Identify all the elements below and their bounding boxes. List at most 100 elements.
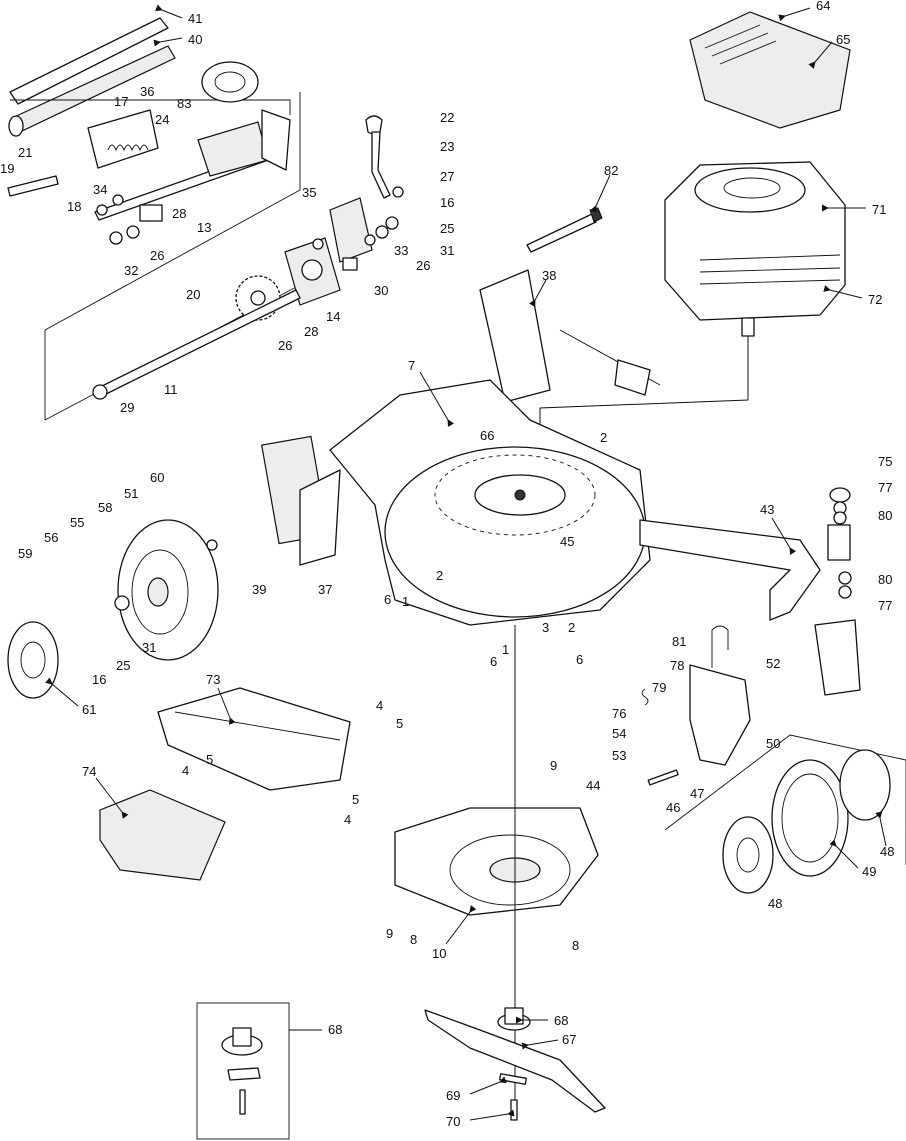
callout-68b: 68 bbox=[328, 1022, 342, 1037]
callout-21: 21 bbox=[18, 145, 32, 160]
pulley bbox=[201, 61, 259, 103]
callout-32: 32 bbox=[124, 263, 138, 278]
sprocket-hub bbox=[250, 290, 266, 306]
nut-18 bbox=[96, 204, 108, 216]
callout-11: 11 bbox=[164, 382, 178, 397]
callout-48a: 48 bbox=[880, 844, 894, 859]
callout-3: 3 bbox=[542, 620, 549, 635]
bearing-35 bbox=[312, 238, 324, 250]
engine-group bbox=[526, 11, 851, 450]
callout-6a: 6 bbox=[384, 592, 391, 607]
spring-76 bbox=[641, 688, 649, 706]
height-adjuster-post bbox=[827, 524, 851, 561]
height-lever bbox=[371, 131, 391, 199]
callout-23: 23 bbox=[440, 139, 454, 154]
spring-bracket bbox=[87, 109, 159, 169]
pulley-inner bbox=[214, 71, 246, 93]
bushing-32 bbox=[109, 231, 123, 245]
callout-77b: 77 bbox=[878, 598, 892, 613]
callout-27: 27 bbox=[440, 169, 454, 184]
callout-35: 35 bbox=[302, 185, 316, 200]
callout-77a: 77 bbox=[878, 480, 892, 495]
deck-ring bbox=[384, 446, 646, 618]
spark-plug-82 bbox=[526, 213, 597, 253]
wheel-49-tread bbox=[781, 773, 839, 863]
callout-37: 37 bbox=[318, 582, 332, 597]
leader-82 bbox=[590, 174, 611, 213]
rear-axle bbox=[97, 289, 301, 397]
blade-67 bbox=[424, 1009, 606, 1113]
callout-24: 24 bbox=[155, 112, 169, 127]
wheel-panel-outline bbox=[664, 734, 906, 865]
throttle-control bbox=[614, 359, 651, 396]
callout-80b: 80 bbox=[878, 572, 892, 587]
gear-hub bbox=[301, 259, 323, 281]
gearbox-cover bbox=[261, 109, 291, 171]
hubcap-48-front bbox=[722, 816, 774, 894]
shroud-grille bbox=[704, 24, 777, 65]
callout-18: 18 bbox=[67, 199, 81, 214]
callout-4b: 4 bbox=[182, 763, 189, 778]
callout-2c: 2 bbox=[568, 620, 575, 635]
callout-52: 52 bbox=[766, 656, 780, 671]
leader-64 bbox=[778, 7, 811, 22]
pivot-bracket bbox=[329, 197, 373, 263]
deck-inner-ring bbox=[434, 454, 596, 536]
handle-bracket-group bbox=[639, 487, 861, 696]
callout-41: 41 bbox=[188, 11, 202, 26]
spacer-30 bbox=[342, 257, 358, 271]
washer-25 bbox=[385, 216, 399, 230]
callout-55: 55 bbox=[70, 515, 84, 530]
wheel-49 bbox=[771, 759, 849, 877]
callout-43: 43 bbox=[760, 502, 774, 517]
mulch-plug-74 bbox=[99, 789, 226, 881]
callout-10: 10 bbox=[432, 946, 446, 961]
washer-31 bbox=[375, 225, 389, 239]
callout-49: 49 bbox=[862, 864, 876, 879]
bolt-70 bbox=[510, 1099, 518, 1121]
rear-wheel-rim bbox=[131, 549, 189, 635]
washer-26 bbox=[126, 225, 140, 239]
callout-25: 25 bbox=[440, 221, 454, 236]
callout-1b: 1 bbox=[502, 642, 509, 657]
callout-2a: 2 bbox=[600, 430, 607, 445]
callout-31: 31 bbox=[440, 243, 454, 258]
callout-60: 60 bbox=[150, 470, 164, 485]
callout-4c: 4 bbox=[344, 812, 351, 827]
callout-26b: 26 bbox=[416, 258, 430, 273]
leader-40 bbox=[153, 37, 183, 47]
rod-81 bbox=[711, 625, 729, 668]
callout-34: 34 bbox=[93, 182, 107, 197]
callout-45: 45 bbox=[560, 534, 574, 549]
adapter-collar bbox=[504, 1007, 524, 1025]
engine-crankshaft bbox=[741, 317, 755, 337]
drive-rod bbox=[7, 175, 59, 197]
callout-5b: 5 bbox=[206, 752, 213, 767]
inset-bolt bbox=[239, 1089, 246, 1115]
rear-chute-73 bbox=[157, 687, 351, 791]
callout-61: 61 bbox=[82, 702, 96, 717]
callout-46: 46 bbox=[666, 800, 680, 815]
callout-59: 59 bbox=[18, 546, 32, 561]
trim-end-cap bbox=[8, 115, 24, 137]
callout-58: 58 bbox=[98, 500, 112, 515]
cap-75 bbox=[829, 487, 851, 503]
callout-39: 39 bbox=[252, 582, 266, 597]
callout-75: 75 bbox=[878, 454, 892, 469]
inset-box-group bbox=[196, 1002, 290, 1140]
bracket-13 bbox=[139, 204, 163, 222]
wheel-bracket-right bbox=[814, 619, 861, 696]
hubcap-inner bbox=[20, 641, 46, 679]
callout-38: 38 bbox=[542, 268, 556, 283]
hubcap-48-front-inner bbox=[736, 837, 760, 873]
callout-29: 29 bbox=[120, 400, 134, 415]
leader-67 bbox=[521, 1039, 559, 1050]
blade-group bbox=[424, 625, 606, 1121]
callout-33: 33 bbox=[394, 243, 408, 258]
callout-70: 70 bbox=[446, 1114, 460, 1129]
callout-labels: 41 40 36 17 83 24 21 19 34 18 13 28 26 3… bbox=[0, 0, 894, 1129]
rear-door-37 bbox=[299, 469, 341, 566]
callout-4a: 4 bbox=[376, 698, 383, 713]
handle-bracket-43 bbox=[639, 519, 821, 621]
leader-65 bbox=[808, 41, 833, 69]
